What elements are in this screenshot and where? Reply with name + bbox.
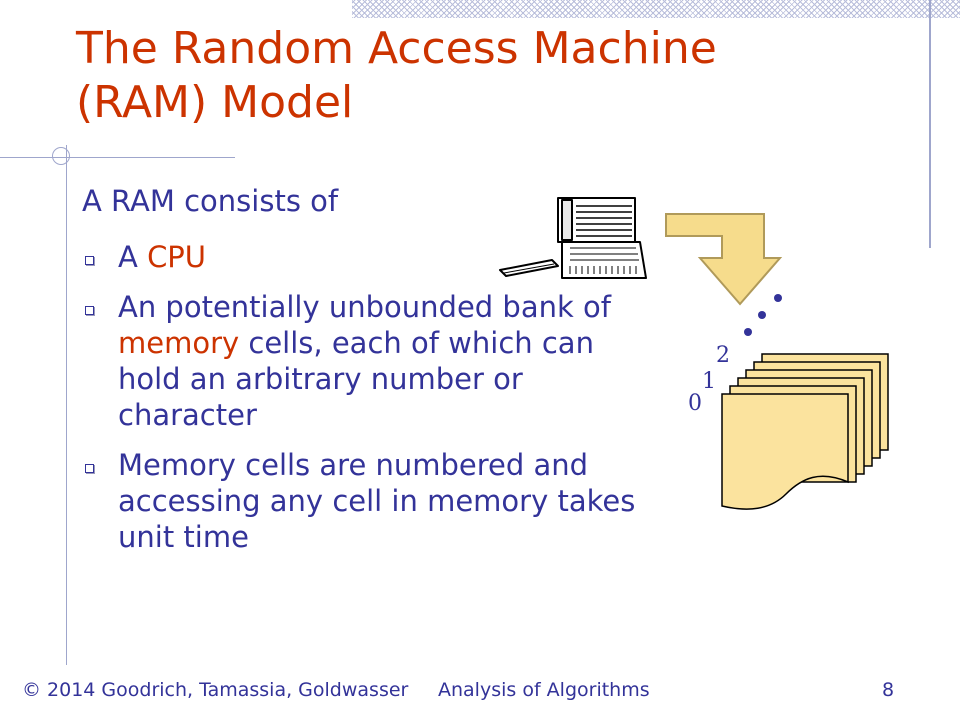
intro-text: A RAM consists of [82,184,339,218]
square-bullet-icon [85,306,94,315]
bullet-text: A [118,240,148,274]
bullet-text: Memory cells are numbered and accessing … [118,448,636,554]
bullet-item: Memory cells are numbered and accessing … [82,447,652,555]
memory-stack-icon [721,353,889,510]
decorative-vertical-line [929,0,931,248]
decorative-horizontal-rule [0,157,235,158]
footer-course-title: Analysis of Algorithms [438,679,650,701]
bent-arrow-icon [665,213,783,306]
continuation-dots-icon [744,294,782,336]
cell-label-0: 0 [688,391,702,416]
footer-copyright: © 2014 Goodrich, Tamassia, Goldwasser [22,679,409,701]
computer-icon [499,197,647,279]
cell-label-2: 2 [716,343,730,368]
highlighted-term: CPU [147,240,207,274]
bullet-item: A CPU [82,239,652,275]
page-number: 8 [882,679,895,701]
bullet-list: A CPU An potentially unbounded bank of me… [82,239,652,569]
decorative-hatch-band [352,0,960,18]
bullet-text: An potentially unbounded bank of [118,290,611,324]
cell-label-1: 1 [702,369,716,394]
bullet-item: An potentially unbounded bank of memory … [82,289,652,433]
ram-figure: 0 1 2 [499,197,889,510]
decorative-margin-rule [66,145,67,665]
bullet-text: cells, each of which can hold an arbitra… [118,326,594,432]
square-bullet-icon [85,464,94,473]
decorative-circle [52,147,70,165]
square-bullet-icon [85,256,94,265]
slide-title: The Random Access Machine (RAM) Model [76,23,717,128]
highlighted-term: memory [118,326,240,360]
